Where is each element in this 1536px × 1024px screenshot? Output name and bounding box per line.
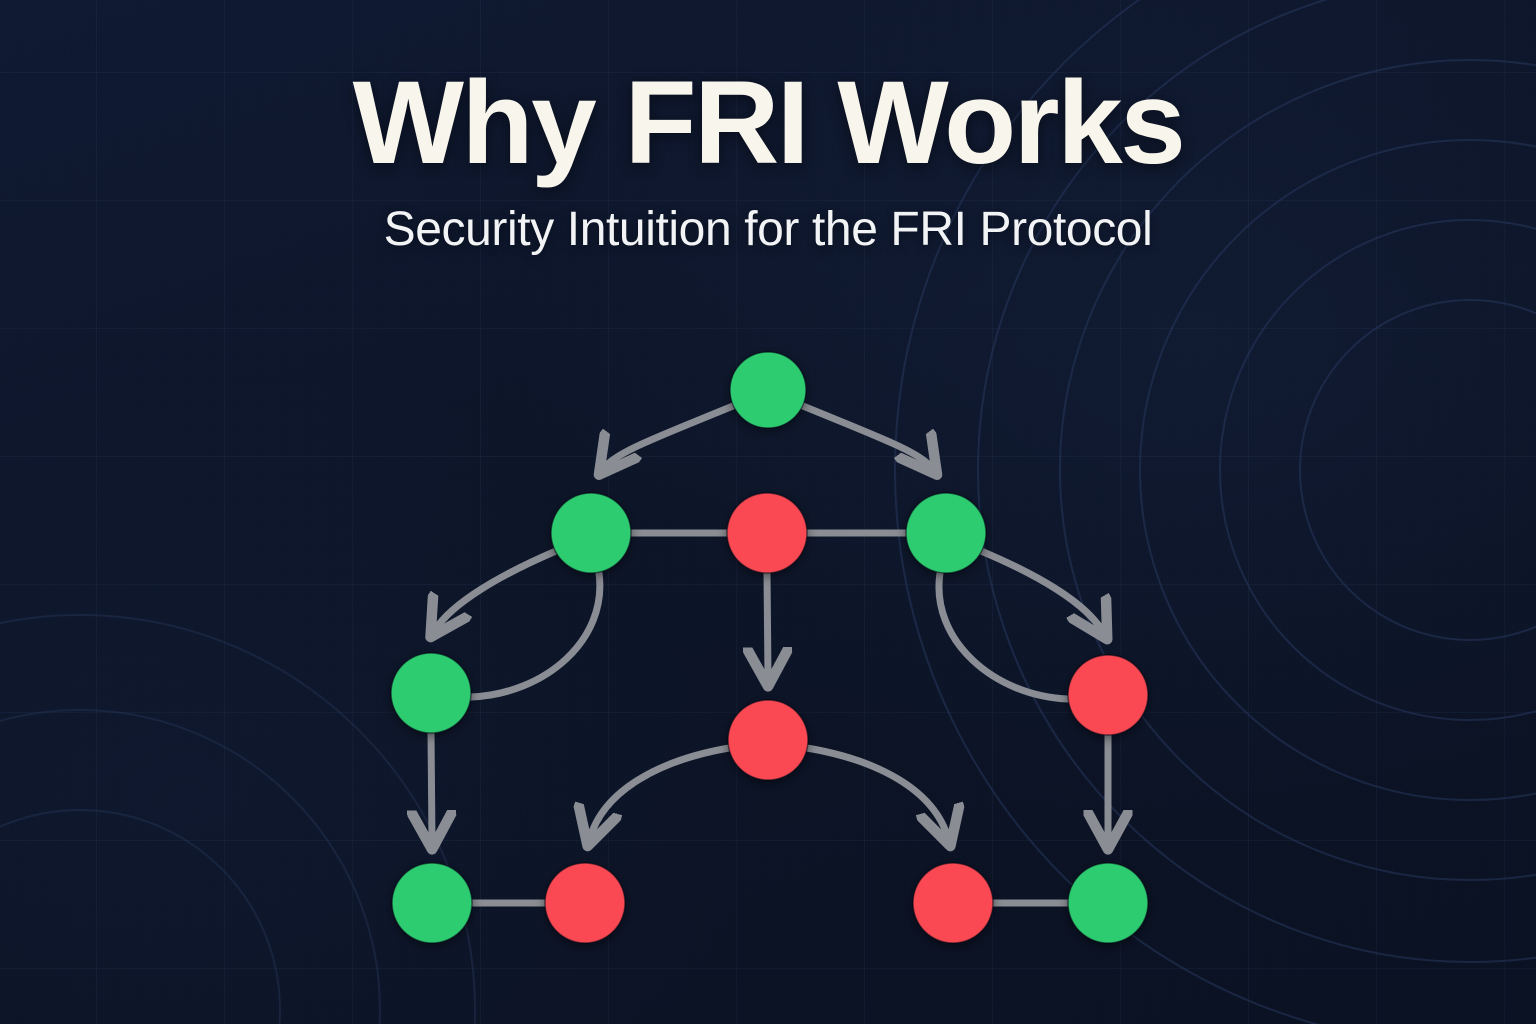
edge-root-to-level1-left [604, 402, 737, 468]
node-leaf-3[interactable] [912, 862, 994, 944]
node-level2-right[interactable] [1067, 654, 1149, 736]
edge-level2-center-to-leaf-2 [590, 744, 733, 838]
node-level1-right[interactable] [905, 492, 987, 574]
node-level1-center[interactable] [726, 492, 808, 574]
node-level1-left[interactable] [550, 492, 632, 574]
edge-level1-left-return [467, 569, 604, 701]
edge-level1-right-return [935, 569, 1072, 703]
node-level2-center[interactable] [727, 699, 809, 781]
edge-level2-center-to-leaf-3 [803, 744, 948, 838]
node-root[interactable] [729, 351, 807, 429]
edge-root-to-level1-right [799, 402, 932, 468]
node-level2-left[interactable] [390, 652, 472, 734]
edge-level1-left-to-level2-left [435, 547, 560, 630]
edge-level1-center-to-level2-center [767, 569, 768, 678]
edge-level2-left-to-leaf-1 [431, 729, 432, 841]
node-leaf-4[interactable] [1067, 862, 1149, 944]
page-title: Why FRI Works [352, 57, 1186, 189]
page-subtitle: Security Intuition for the FRI Protocol [383, 202, 1153, 256]
poster-header: Why FRI Works Security Intuition for the… [0, 0, 1536, 256]
node-leaf-1[interactable] [391, 862, 473, 944]
edge-level1-right-to-level2-right [977, 547, 1103, 632]
edge-group [431, 402, 1108, 907]
node-leaf-2[interactable] [544, 862, 626, 944]
